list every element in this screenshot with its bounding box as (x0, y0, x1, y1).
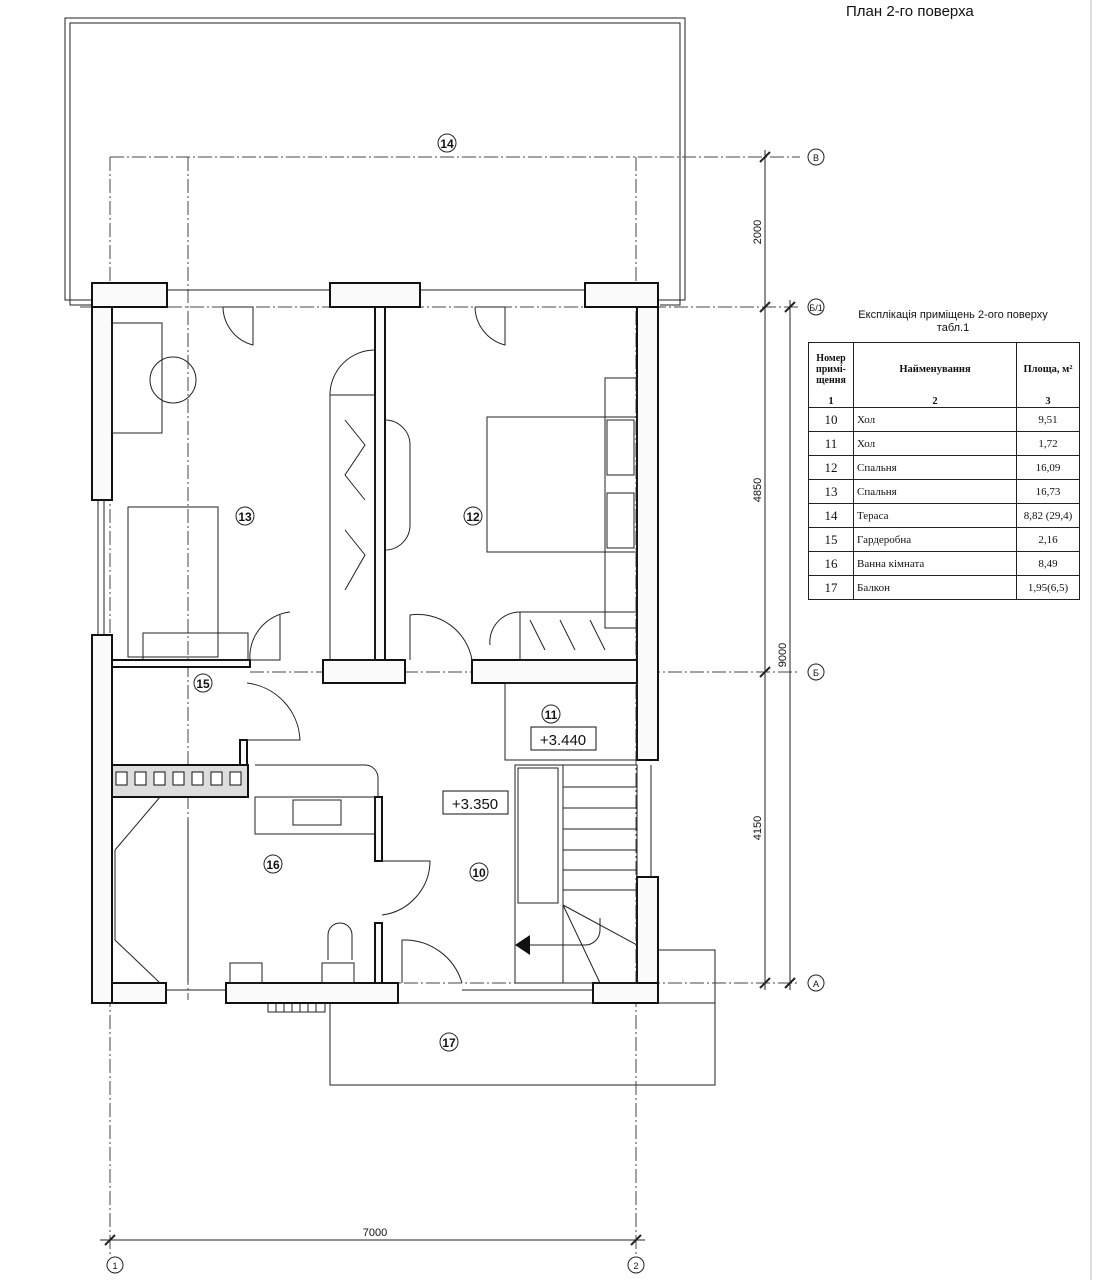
axis-lines (80, 156, 800, 1255)
header-col-2: 2 (853, 395, 1017, 408)
row-area: 16,73 (1016, 479, 1080, 504)
axis-label-b: Б (813, 668, 819, 678)
room-12-label: 12 (466, 510, 480, 524)
stair-direction-arrow (515, 935, 530, 955)
header-name: Найменування (853, 342, 1017, 395)
header-col-3: 3 (1016, 395, 1080, 408)
header-number: Номер примі-щення (808, 342, 854, 395)
balcony-outline (329, 1002, 716, 1086)
staircase (514, 764, 652, 984)
row-area: 8,82 (29,4) (1016, 503, 1080, 528)
dim-2000: 2000 (752, 220, 764, 244)
terrace-outline (64, 17, 686, 301)
row-name: Хол (853, 407, 1017, 432)
dim-4150: 4150 (752, 816, 764, 840)
row-num: 17 (808, 575, 854, 600)
row-num: 14 (808, 503, 854, 528)
room-15-label: 15 (196, 677, 210, 691)
row-area: 16,09 (1016, 455, 1080, 480)
axis-label-2: 2 (633, 1261, 638, 1271)
header-area: Площа, м² (1016, 342, 1080, 395)
row-area: 1,95(6,5) (1016, 575, 1080, 600)
header-col-1: 1 (808, 395, 854, 408)
table-caption-number: табл.1 (936, 322, 970, 334)
room-14-label: 14 (440, 137, 454, 151)
row-name: Балкон (853, 575, 1017, 600)
row-area: 8,49 (1016, 551, 1080, 576)
row-name: Тераса (853, 503, 1017, 528)
row-area: 2,16 (1016, 527, 1080, 552)
row-name: Спальня (853, 479, 1017, 504)
row-name: Ванна кімната (853, 551, 1017, 576)
room-17-label: 17 (442, 1036, 456, 1050)
row-name: Гардеробна (853, 527, 1017, 552)
row-num: 15 (808, 527, 854, 552)
row-area: 9,51 (1016, 407, 1080, 432)
row-name: Спальня (853, 455, 1017, 480)
row-num: 12 (808, 455, 854, 480)
axis-label-v: В (813, 153, 819, 163)
room-11-label: 11 (545, 708, 558, 722)
door-13 (222, 306, 254, 346)
row-num: 10 (808, 407, 854, 432)
room-explication-table: Номер примі-щення Найменування Площа, м²… (808, 342, 1080, 600)
room-10-label: 10 (472, 866, 486, 880)
walls (91, 282, 659, 1004)
row-num: 16 (808, 551, 854, 576)
table-caption-title: Експлікація приміщень 2-ого поверху (858, 309, 1048, 321)
row-num: 11 (808, 431, 854, 456)
dim-7000: 7000 (363, 1227, 387, 1239)
dim-9000: 9000 (777, 643, 789, 667)
row-area: 1,72 (1016, 431, 1080, 456)
axis-label-1: 1 (112, 1261, 117, 1271)
door-12 (474, 306, 506, 346)
room-13-label: 13 (238, 510, 252, 524)
room-16-label: 16 (266, 858, 280, 872)
table-caption: Експлікація приміщень 2-ого поверху табл… (818, 309, 1088, 335)
axis-label-a: А (813, 979, 819, 989)
level-mark-11: +3.440 (540, 732, 586, 749)
level-mark-10: +3.350 (452, 796, 498, 813)
row-num: 13 (808, 479, 854, 504)
dim-4850: 4850 (752, 478, 764, 502)
row-name: Хол (853, 431, 1017, 456)
page-title: План 2-го поверха (846, 3, 974, 20)
ventilation-shaft (111, 764, 249, 798)
axis-label-b1: Б/1 (809, 303, 822, 313)
